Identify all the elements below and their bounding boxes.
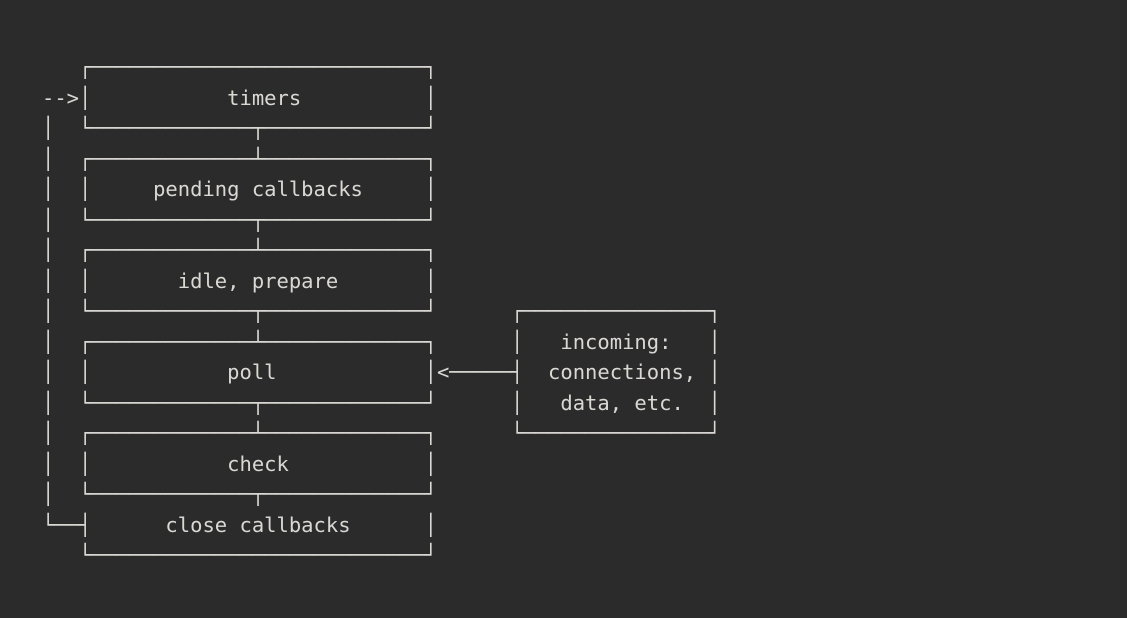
event-loop-ascii-diagram: ┌───────────────────────────┐ -->│ timer…: [42, 55, 721, 567]
